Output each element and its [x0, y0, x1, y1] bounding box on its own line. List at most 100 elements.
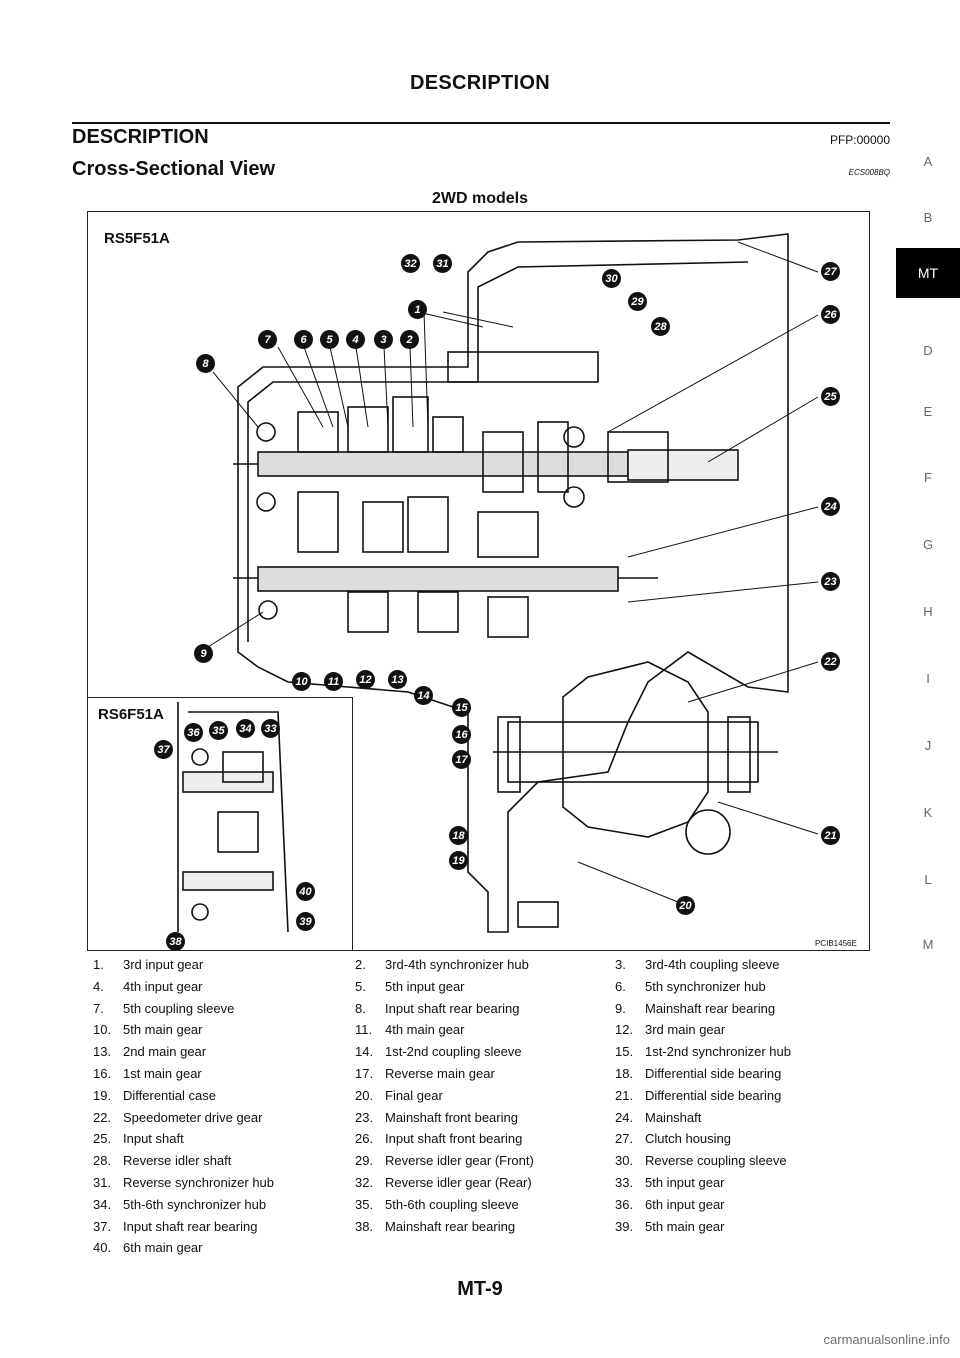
legend-item: 26.Input shaft front bearing: [355, 1131, 523, 1147]
tab-k[interactable]: K: [923, 805, 933, 820]
legend-row: 31.Reverse synchronizer hub 32.Reverse i…: [93, 1175, 883, 1197]
tab-l[interactable]: L: [924, 872, 932, 887]
tab-a[interactable]: A: [923, 154, 933, 169]
callout-12: 12: [356, 670, 375, 689]
callout-38: 38: [166, 932, 185, 950]
legend-item: 29.Reverse idler gear (Front): [355, 1153, 534, 1169]
legend-item: 32.Reverse idler gear (Rear): [355, 1174, 532, 1190]
tab-d[interactable]: D: [923, 343, 933, 358]
tab-g[interactable]: G: [922, 537, 934, 552]
callout-7: 7: [258, 330, 277, 349]
tab-f[interactable]: F: [924, 470, 932, 485]
legend-item: 21.Differential side bearing: [615, 1087, 782, 1103]
section-title: DESCRIPTION: [72, 126, 209, 148]
legend-item: 25.Input shaft: [93, 1131, 184, 1147]
legend-item: 16.1st main gear: [93, 1065, 202, 1081]
legend-item: 39.5th main gear: [615, 1218, 725, 1234]
callout-35: 35: [209, 721, 228, 740]
legend-row: 40.6th main gear: [93, 1240, 883, 1262]
legend-item: 35.5th-6th coupling sleeve: [355, 1196, 519, 1212]
legend-row: 22.Speedometer drive gear 23.Mainshaft f…: [93, 1110, 883, 1132]
figure-title: 2WD models: [431, 190, 528, 207]
legend-item: 37.Input shaft rear bearing: [93, 1218, 258, 1234]
legend-item: 7.5th coupling sleeve: [93, 1000, 235, 1016]
legend-row: 13.2nd main gear 14.1st-2nd coupling sle…: [93, 1044, 883, 1066]
callout-19: 19: [449, 851, 468, 870]
tab-j[interactable]: J: [924, 738, 932, 753]
section-code: PFP:00000: [829, 133, 890, 147]
legend-row: 7.5th coupling sleeve 8.Input shaft rear…: [93, 1001, 883, 1023]
callout-18: 18: [449, 826, 468, 845]
legend-item: 23.Mainshaft front bearing: [355, 1109, 518, 1125]
tab-mt[interactable]: MT: [896, 248, 960, 298]
legend-item: 34.5th-6th synchronizer hub: [93, 1196, 267, 1212]
cross-section-figure: RS5F51A RS6F51A PCIB1456E 1 2 3 4 5 6 7 …: [87, 211, 870, 951]
callout-31: 31: [433, 254, 452, 273]
legend-item: 22.Speedometer drive gear: [93, 1109, 263, 1125]
callout-9: 9: [194, 644, 213, 663]
legend-item: 8.Input shaft rear bearing: [355, 1000, 520, 1016]
callout-29: 29: [628, 292, 647, 311]
callout-27: 27: [821, 262, 840, 281]
transmission-drawing: [177, 233, 819, 933]
watermark[interactable]: carmanualsonline.info: [823, 1332, 950, 1347]
tab-h[interactable]: H: [923, 604, 933, 619]
callout-26: 26: [821, 305, 840, 324]
legend-row: 34.5th-6th synchronizer hub 35.5th-6th c…: [93, 1197, 883, 1219]
legend-item: 15.1st-2nd synchronizer hub: [615, 1044, 791, 1060]
callout-10: 10: [292, 672, 311, 691]
callout-20: 20: [676, 896, 695, 915]
legend-row: 4.4th input gear 5.5th input gear 6.5th …: [93, 979, 883, 1001]
legend-item: 10.5th main gear: [93, 1022, 203, 1038]
legend-item: 40.6th main gear: [93, 1240, 203, 1256]
legend-item: 19.Differential case: [93, 1087, 216, 1103]
callout-17: 17: [452, 750, 471, 769]
legend-item: 30.Reverse coupling sleeve: [615, 1153, 787, 1169]
callout-13: 13: [388, 670, 407, 689]
legend-item: 28.Reverse idler shaft: [93, 1153, 232, 1169]
legend-item: 33.5th input gear: [615, 1174, 725, 1190]
figure-code: PCIB1456E: [815, 939, 857, 948]
tab-m[interactable]: M: [922, 937, 934, 952]
main-model-label: RS5F51A: [104, 230, 170, 247]
callout-2: 2: [400, 330, 419, 349]
callout-28: 28: [651, 317, 670, 336]
legend-row: 25.Input shaft 26.Input shaft front bear…: [93, 1131, 883, 1153]
tab-i[interactable]: I: [926, 671, 930, 686]
legend-item: 9.Mainshaft rear bearing: [615, 1000, 776, 1016]
callout-34: 34: [236, 719, 255, 738]
legend-item: 20.Final gear: [355, 1087, 443, 1103]
callout-39: 39: [296, 912, 315, 931]
page-header: DESCRIPTION: [410, 72, 550, 94]
legend-item: 6.5th synchronizer hub: [615, 978, 766, 994]
legend-item: 17.Reverse main gear: [355, 1065, 495, 1081]
callout-40: 40: [296, 882, 315, 901]
callout-24: 24: [821, 497, 840, 516]
page-number: MT-9: [457, 1278, 503, 1300]
legend-item: 5.5th input gear: [355, 978, 465, 994]
tab-e[interactable]: E: [923, 404, 933, 419]
legend-item: 27.Clutch housing: [615, 1131, 731, 1147]
callout-11: 11: [324, 672, 343, 691]
legend-item: 11.4th main gear: [355, 1022, 465, 1038]
callout-37: 37: [154, 740, 173, 759]
legend-item: 2.3rd-4th synchronizer hub: [355, 957, 529, 972]
callout-5: 5: [320, 330, 339, 349]
parts-legend: 1.3rd input gear 2.3rd-4th synchronizer …: [93, 957, 883, 1262]
legend-item: 3.3rd-4th coupling sleeve: [615, 957, 780, 972]
callout-32: 32: [401, 254, 420, 273]
tab-b[interactable]: B: [923, 210, 933, 225]
callout-30: 30: [602, 269, 621, 288]
callout-4: 4: [346, 330, 365, 349]
callout-15: 15: [452, 698, 471, 717]
callout-8: 8: [196, 354, 215, 373]
legend-item: 18.Differential side bearing: [615, 1065, 782, 1081]
legend-item: 4.4th input gear: [93, 978, 203, 994]
header-rule: [72, 122, 890, 124]
subsection-code: ECS008BQ: [848, 168, 890, 177]
callout-6: 6: [294, 330, 313, 349]
callout-36: 36: [184, 723, 203, 742]
legend-row: 10.5th main gear 11.4th main gear 12.3rd…: [93, 1022, 883, 1044]
legend-item: 13.2nd main gear: [93, 1044, 207, 1060]
legend-row: 28.Reverse idler shaft 29.Reverse idler …: [93, 1153, 883, 1175]
